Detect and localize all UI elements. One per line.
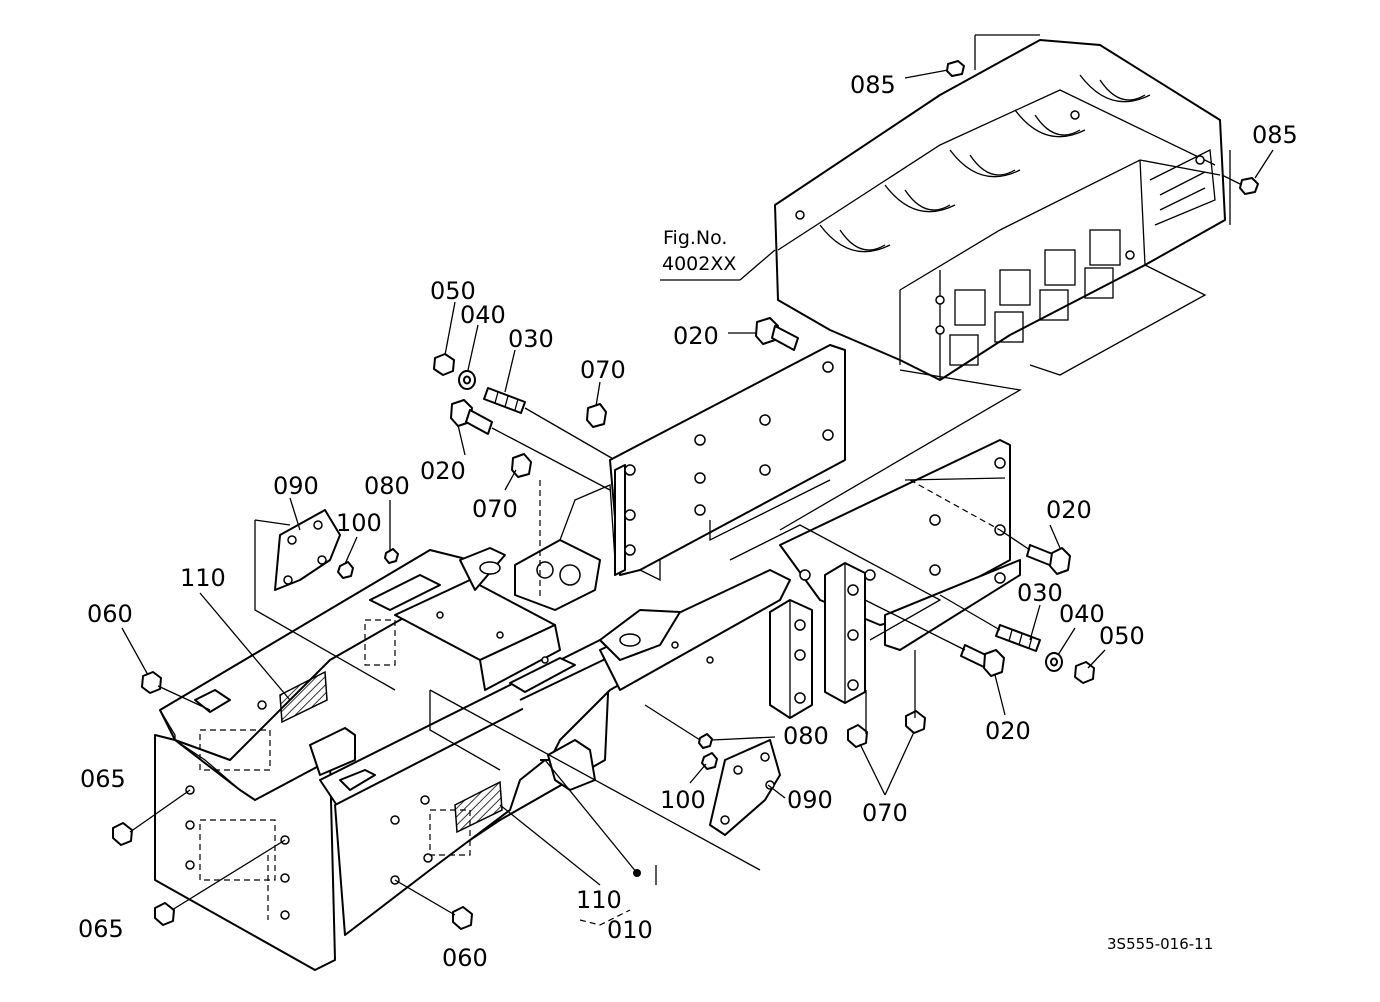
bolt-085-top — [904, 60, 965, 79]
callout-050-right: 050 — [1099, 622, 1145, 650]
callout-040-right: 040 — [1059, 600, 1105, 628]
washer-040-right — [1045, 652, 1063, 672]
callout-020-right-low: 020 — [985, 717, 1031, 745]
washer-040-top — [458, 370, 476, 390]
callout-070-mid: 070 — [472, 495, 518, 523]
callout-030-right: 030 — [1017, 579, 1063, 607]
callout-030-top: 030 — [508, 325, 554, 353]
callout-100-right: 100 — [660, 786, 706, 814]
callout-010-bottom: 010 — [607, 916, 653, 944]
spacer-070-top — [586, 403, 607, 428]
bolt-030-right — [995, 624, 1041, 652]
spacer-060-bottom — [452, 906, 473, 930]
bracket-left-boss — [514, 480, 616, 611]
callout-080-left: 080 — [364, 472, 410, 500]
drawing-code: 3S555-016-11 — [1107, 935, 1213, 953]
bolt-020-top — [755, 317, 799, 351]
callout-085-right: 085 — [1252, 121, 1298, 149]
callout-090-left: 090 — [273, 472, 319, 500]
callout-020-right: 020 — [1046, 496, 1092, 524]
callout-110-bottom: 110 — [576, 886, 622, 914]
spacer-070-bottom-a — [847, 724, 868, 748]
label-plate-left — [279, 670, 328, 724]
callout-070-top: 070 — [580, 356, 626, 384]
bolt-080-left — [384, 548, 399, 564]
callout-040-top: 040 — [460, 301, 506, 329]
callout-020-mid: 020 — [420, 457, 466, 485]
label-plate-right — [454, 780, 503, 834]
callout-100-left: 100 — [336, 509, 382, 537]
cover-plate-090-right — [709, 739, 781, 836]
callout-110-left: 110 — [180, 564, 226, 592]
spacer-070-bottom-b — [905, 710, 926, 734]
plug-065-lower — [154, 902, 175, 926]
nut-050-top — [433, 353, 455, 376]
callout-065-upper: 065 — [80, 765, 126, 793]
cover-plate-090-left — [274, 509, 341, 591]
bolt-030-top — [483, 387, 526, 414]
callout-085-top: 085 — [850, 71, 896, 99]
figure-ref-line2: 4002XX — [662, 253, 736, 275]
plug-065-upper — [112, 822, 133, 846]
bracket-left-upper — [609, 344, 846, 582]
callout-065-lower: 065 — [78, 915, 124, 943]
bolt-020-mid — [450, 399, 493, 435]
bolt-085-right — [1221, 174, 1259, 195]
callout-090-right: 090 — [787, 786, 833, 814]
spacer-060-left — [141, 671, 162, 694]
spacer-070-mid — [511, 453, 532, 478]
spacer-block-right-b — [824, 562, 866, 704]
bolt-080-right — [698, 733, 713, 749]
callout-060-left: 060 — [87, 600, 133, 628]
figure-ref-line1: Fig.No. — [663, 227, 727, 249]
callout-080-right: 080 — [783, 722, 829, 750]
main-frame — [154, 547, 791, 971]
bolt-020-right — [1026, 544, 1071, 575]
bolt-020-right-low — [960, 644, 1005, 677]
callout-070-bottom: 070 — [862, 799, 908, 827]
callout-060-bottom: 060 — [442, 944, 488, 972]
engine-block — [774, 39, 1226, 381]
callout-020-top: 020 — [673, 322, 719, 350]
callout-050-top: 050 — [430, 277, 476, 305]
spacer-block-right-a — [769, 599, 813, 719]
bolt-100-left — [337, 561, 354, 579]
